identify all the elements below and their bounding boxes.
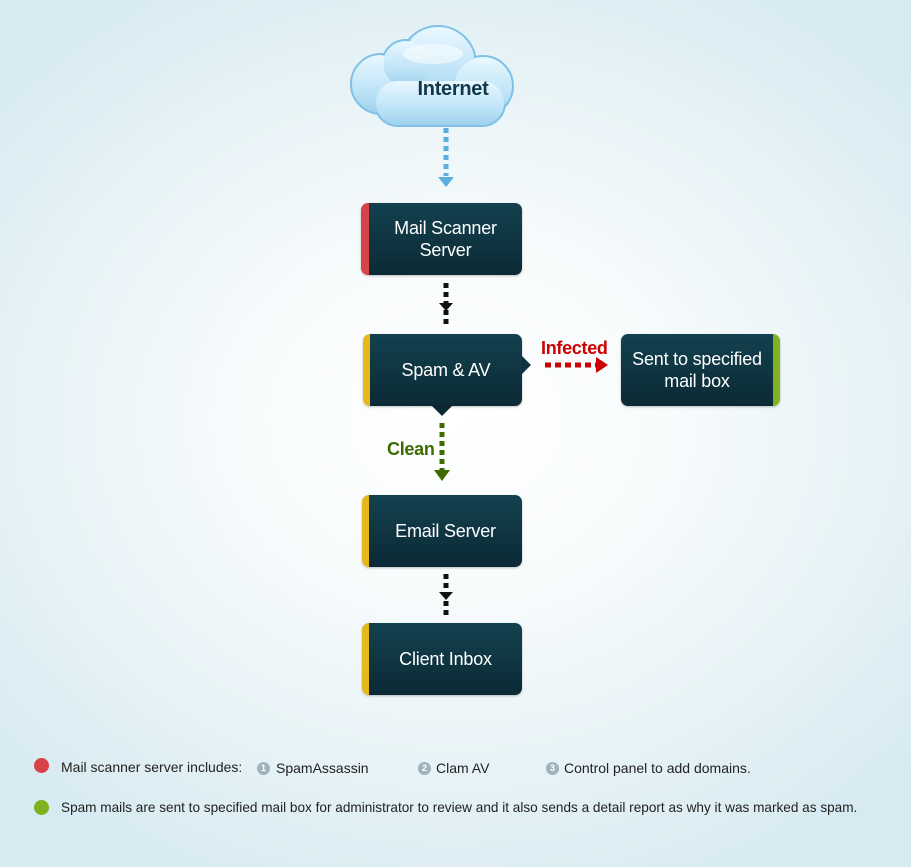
sent-to-line-2: mail box xyxy=(664,371,730,391)
sent-to-mailbox-node: Sent to specified mail box xyxy=(621,334,780,406)
mail-scanner-server-node: Mail Scanner Server xyxy=(361,203,522,275)
arrow-clean xyxy=(434,423,450,481)
spam-note-text: Spam mails are sent to specified mail bo… xyxy=(61,800,858,815)
component-clam-av: Clam AV xyxy=(436,760,490,776)
component-number-3: 3 xyxy=(546,762,559,775)
cloud-icon xyxy=(350,25,514,127)
spam-av-label: Spam & AV xyxy=(401,360,491,380)
client-inbox-label: Client Inbox xyxy=(399,649,492,669)
arrow-internet-to-scanner xyxy=(438,128,454,187)
spam-right-pointer xyxy=(520,354,531,376)
mail-scanner-line-2: Server xyxy=(419,240,472,260)
component-control-panel: Control panel to add domains. xyxy=(564,760,751,776)
clean-label: Clean xyxy=(387,439,435,459)
infected-label: Infected xyxy=(541,338,608,358)
arrow-email-to-inbox xyxy=(439,574,453,617)
scanner-intro-text: Mail scanner server includes: xyxy=(61,759,243,775)
component-number-2: 2 xyxy=(418,762,431,775)
client-inbox-node: Client Inbox xyxy=(362,623,522,695)
green-bullet-icon xyxy=(34,800,49,815)
arrow-infected xyxy=(545,357,608,373)
email-server-node: Email Server xyxy=(362,495,522,567)
internet-label: Internet xyxy=(417,78,489,100)
component-number-1: 1 xyxy=(257,762,270,775)
spam-av-node: Spam & AV xyxy=(363,334,522,406)
sent-to-line-1: Sent to specified xyxy=(632,349,762,369)
mail-scanner-line-1: Mail Scanner xyxy=(394,218,497,238)
arrow-scanner-to-spam xyxy=(439,283,453,328)
email-server-label: Email Server xyxy=(395,521,496,541)
red-bullet-icon xyxy=(34,758,49,773)
spam-bottom-pointer xyxy=(432,406,452,416)
component-spamassassin: SpamAssassin xyxy=(276,760,369,776)
